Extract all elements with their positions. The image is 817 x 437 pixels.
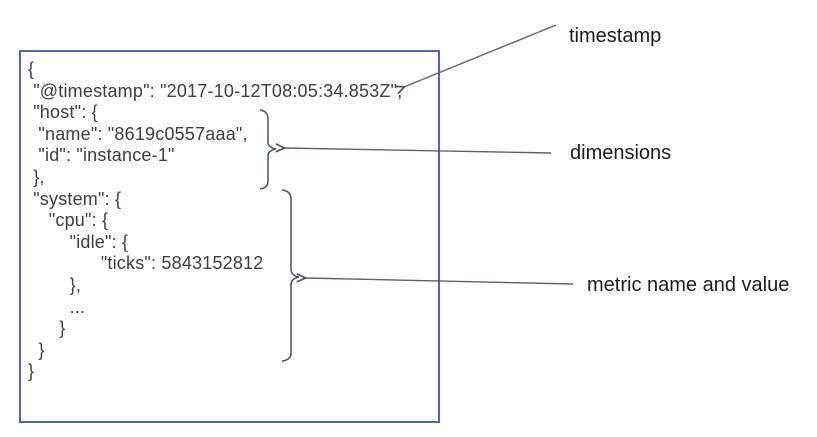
json-line-idle-close: },	[28, 274, 82, 295]
json-line-timestamp: "@timestamp": "2017-10-12T08:05:34.853Z"…	[28, 80, 403, 101]
json-line-system-close: }	[28, 339, 45, 360]
json-line-idle-open: "idle": {	[28, 231, 129, 252]
json-line-cpu-open: "cpu": {	[28, 210, 109, 231]
json-line-host-close: },	[28, 166, 45, 187]
json-line-ellipsis: ...	[28, 296, 86, 317]
json-line-host-open: "host": {	[28, 102, 98, 123]
json-line-root-close: }	[28, 361, 35, 382]
dimensions-label: dimensions	[570, 142, 672, 164]
json-line-host-name: "name": "8619c0557aaa",	[28, 123, 248, 144]
timestamp-label: timestamp	[569, 25, 662, 47]
json-line-host-id: "id": "instance-1"	[28, 145, 175, 166]
json-line: {	[28, 59, 35, 79]
json-line-cpu-close: }	[28, 318, 66, 339]
json-line-system-open: "system": {	[28, 188, 122, 209]
json-document: { "@timestamp": "2017-10-12T08:05:34.853…	[28, 59, 402, 383]
metric-document-box: { "@timestamp": "2017-10-12T08:05:34.853…	[19, 50, 440, 423]
metric-name-value-label: metric name and value	[587, 274, 790, 296]
json-line-ticks: "ticks": 5843152812	[28, 253, 264, 274]
